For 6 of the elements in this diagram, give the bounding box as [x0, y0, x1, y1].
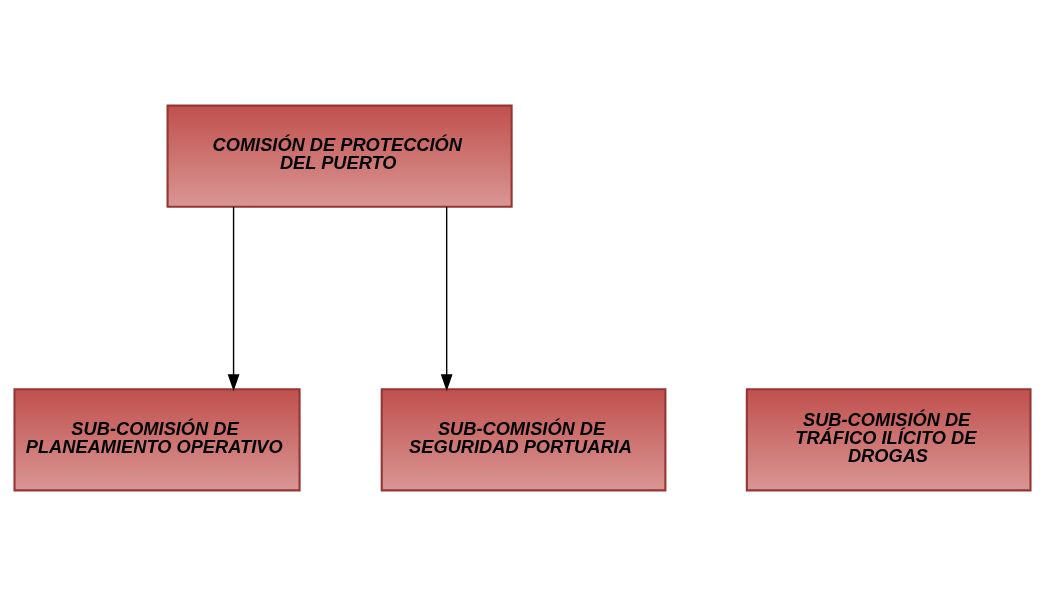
node-box: COMISIÓN DE PROTECCIÓN DEL PUERTO	[166, 104, 513, 208]
node-box: SUB-COMISIÓN DE TRÁFICO ILÍCITO DE DROGAS	[745, 388, 1032, 492]
arrow	[440, 206, 453, 392]
node-box: SUB-COMISIÓN DE SEGURIDAD PORTUARIA	[380, 388, 667, 492]
arrow	[227, 206, 240, 392]
node-box: SUB-COMISIÓN DE PLANEAMIENTO OPERATIVO	[13, 388, 301, 492]
